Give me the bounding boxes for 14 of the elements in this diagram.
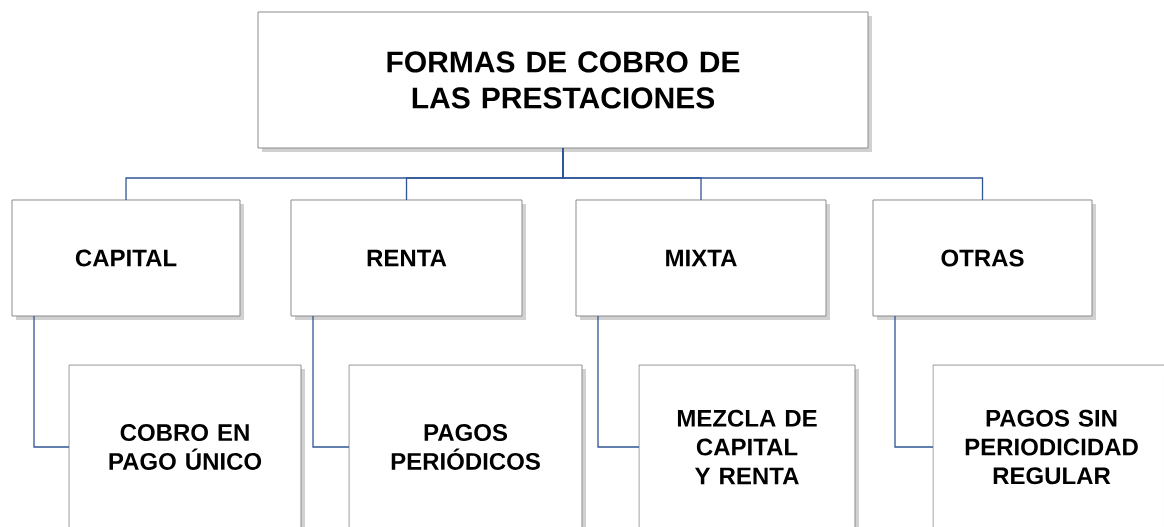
description-box: MEZCLA DE CAPITAL Y RENTA: [638, 364, 859, 527]
category-box: OTRAS: [872, 199, 1096, 320]
connector: [562, 147, 984, 201]
connector: [33, 315, 70, 448]
category-box: MIXTA: [575, 199, 830, 320]
category-box: RENTA: [290, 199, 526, 320]
connector: [597, 315, 640, 448]
description-box: PAGOS PERIÓDICOS: [348, 364, 586, 527]
description-box: COBRO EN PAGO ÚNICO: [68, 364, 305, 527]
category-box: CAPITAL: [11, 199, 244, 320]
description-box: PAGOS SIN PERIODICIDAD REGULAR: [932, 364, 1164, 527]
title-box: FORMAS DE COBRO DE LAS PRESTACIONES: [257, 11, 872, 152]
connector: [312, 315, 350, 448]
connector: [894, 315, 934, 448]
